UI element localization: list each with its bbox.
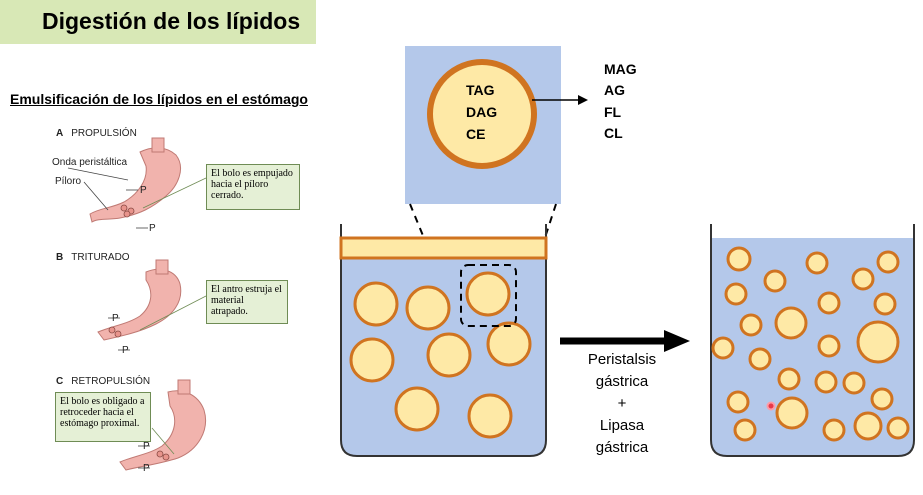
large-lipid-droplet [427,59,537,169]
beaker-left [340,224,547,457]
small-droplets [711,246,910,442]
section-subtitle: Emulsificación de los lípidos en el estó… [10,91,308,107]
droplet-label-tag: TAG [466,82,495,98]
note-a: El bolo es empujado hacia el píloro cerr… [206,164,300,210]
stomach-c [119,379,206,471]
zoom-selection-box [460,264,517,327]
product-arrow-head [578,95,588,105]
fat-layer [339,236,548,260]
product-ag: AG [604,82,625,98]
p-label-b1: P [112,313,119,324]
p-label-b2: P [122,345,129,356]
title-banner [0,0,316,44]
product-mag: MAG [604,61,637,77]
beaker-right [710,224,915,457]
page-title: Digestión de los lípidos [42,8,301,34]
stomach-illustrations [67,137,207,471]
p-label-c2: P [143,463,150,474]
stomach-a [67,137,207,229]
large-droplets [349,271,532,439]
product-cl: CL [604,125,623,141]
process-label: Peristalsis gástrica + Lipasa gástrica [587,351,657,456]
p-label-c1: P [143,441,150,452]
stomach-b [97,259,207,351]
p-label-a1: P [140,185,147,196]
droplet-label-dag: DAG [466,104,498,120]
process-arrow-head [664,330,690,352]
beaker-right-liquid [711,238,914,456]
pylorus-label: Píloro [55,176,82,187]
product-fl: FL [604,104,622,120]
pointer-dot [766,401,776,411]
wave-label: Onda peristáltica [52,157,128,168]
p-label-a2: P [149,223,156,234]
note-b: El antro estruja el material atrapado. [206,280,288,324]
droplet-label-ce: CE [466,126,486,142]
note-c: El bolo es obligado a retroceder hacia e… [55,392,151,442]
